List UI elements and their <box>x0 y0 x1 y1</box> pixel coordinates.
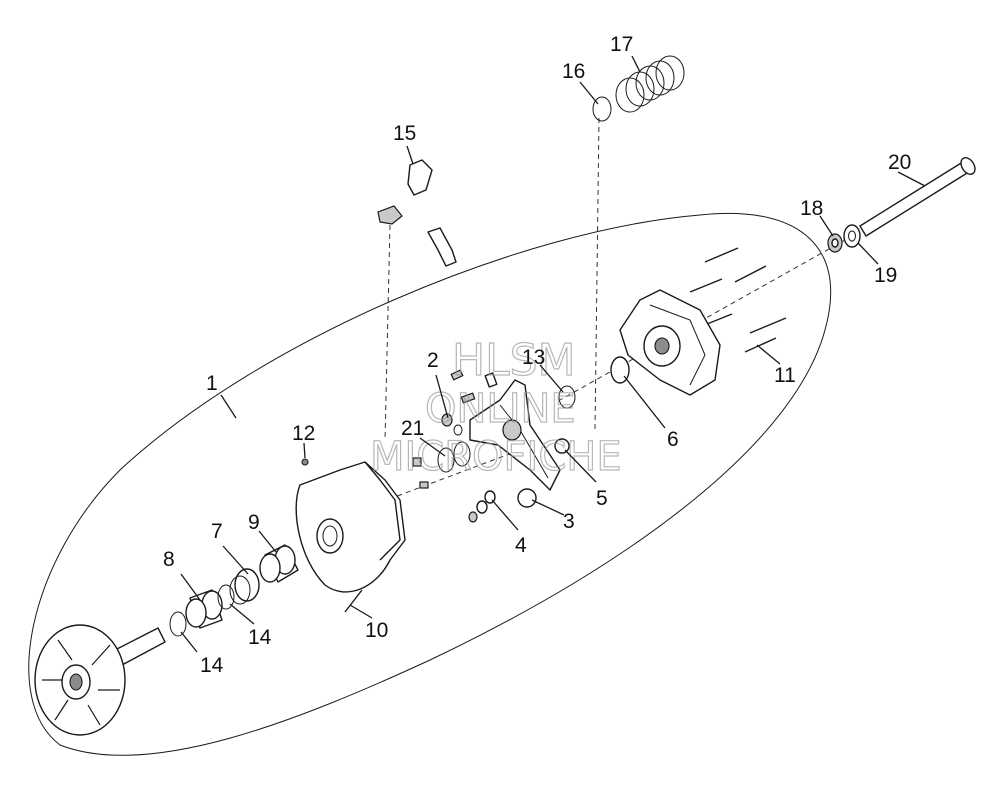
callout-3: 3 <box>563 510 575 533</box>
small-parts-2 <box>441 369 498 436</box>
alignment-line-spring <box>594 117 600 431</box>
nuts-4 <box>468 490 496 523</box>
movable-sheave <box>295 461 406 593</box>
bushing-8 <box>185 589 223 629</box>
callout-21: 21 <box>401 417 424 440</box>
screw-12 <box>301 458 309 466</box>
spider-3 <box>469 379 561 508</box>
roller-5 <box>554 438 570 454</box>
callouts: 1 2 3 4 5 6 7 8 9 10 11 12 13 14 14 15 1… <box>163 33 911 677</box>
cover-housing <box>619 289 721 396</box>
spring-17 <box>615 55 685 113</box>
alignment-line-weights <box>384 224 391 441</box>
callout-1: 1 <box>206 372 218 395</box>
callout-8: 8 <box>163 548 175 571</box>
callout-11: 11 <box>774 364 796 387</box>
callout-10: 10 <box>365 619 388 642</box>
callout-19: 19 <box>874 264 897 287</box>
ring-14a <box>217 584 235 610</box>
bushing-7 <box>229 568 260 605</box>
callout-13: 13 <box>522 346 545 369</box>
leader-lines <box>180 55 926 653</box>
watermark-line2: ONLINE <box>425 386 576 432</box>
ring-14b <box>169 611 187 637</box>
callout-20: 20 <box>888 151 911 174</box>
bushing-9 <box>259 544 299 583</box>
callout-14a: 14 <box>248 626 272 649</box>
ring-16 <box>592 96 612 122</box>
bolt-20 <box>859 157 976 237</box>
callout-9: 9 <box>248 511 260 534</box>
assembly-outline <box>28 212 831 756</box>
callout-16: 16 <box>562 60 585 83</box>
alignment-line-center <box>359 449 521 511</box>
weights-15 <box>377 159 457 267</box>
watermark-line3: MICROFICHE <box>370 434 622 480</box>
rings-21 <box>412 441 471 489</box>
callout-2: 2 <box>427 349 439 372</box>
watermark-line1: HLSM <box>452 335 576 386</box>
callout-12: 12 <box>292 422 315 445</box>
callout-6: 6 <box>667 428 679 451</box>
ring-13 <box>558 385 576 409</box>
washer-18 <box>827 233 843 253</box>
pins-11 <box>689 247 787 353</box>
callout-18: 18 <box>800 197 823 220</box>
washer-19 <box>843 224 861 248</box>
callout-5: 5 <box>596 487 608 510</box>
fixed-sheave <box>34 624 166 736</box>
callout-15: 15 <box>393 122 416 145</box>
pin-10 <box>344 589 363 613</box>
watermark: HLSM ONLINE MICROFICHE <box>369 334 622 480</box>
callout-14b: 14 <box>200 654 224 677</box>
callout-4: 4 <box>515 534 527 557</box>
callout-17: 17 <box>610 33 633 56</box>
callout-7: 7 <box>211 520 223 543</box>
